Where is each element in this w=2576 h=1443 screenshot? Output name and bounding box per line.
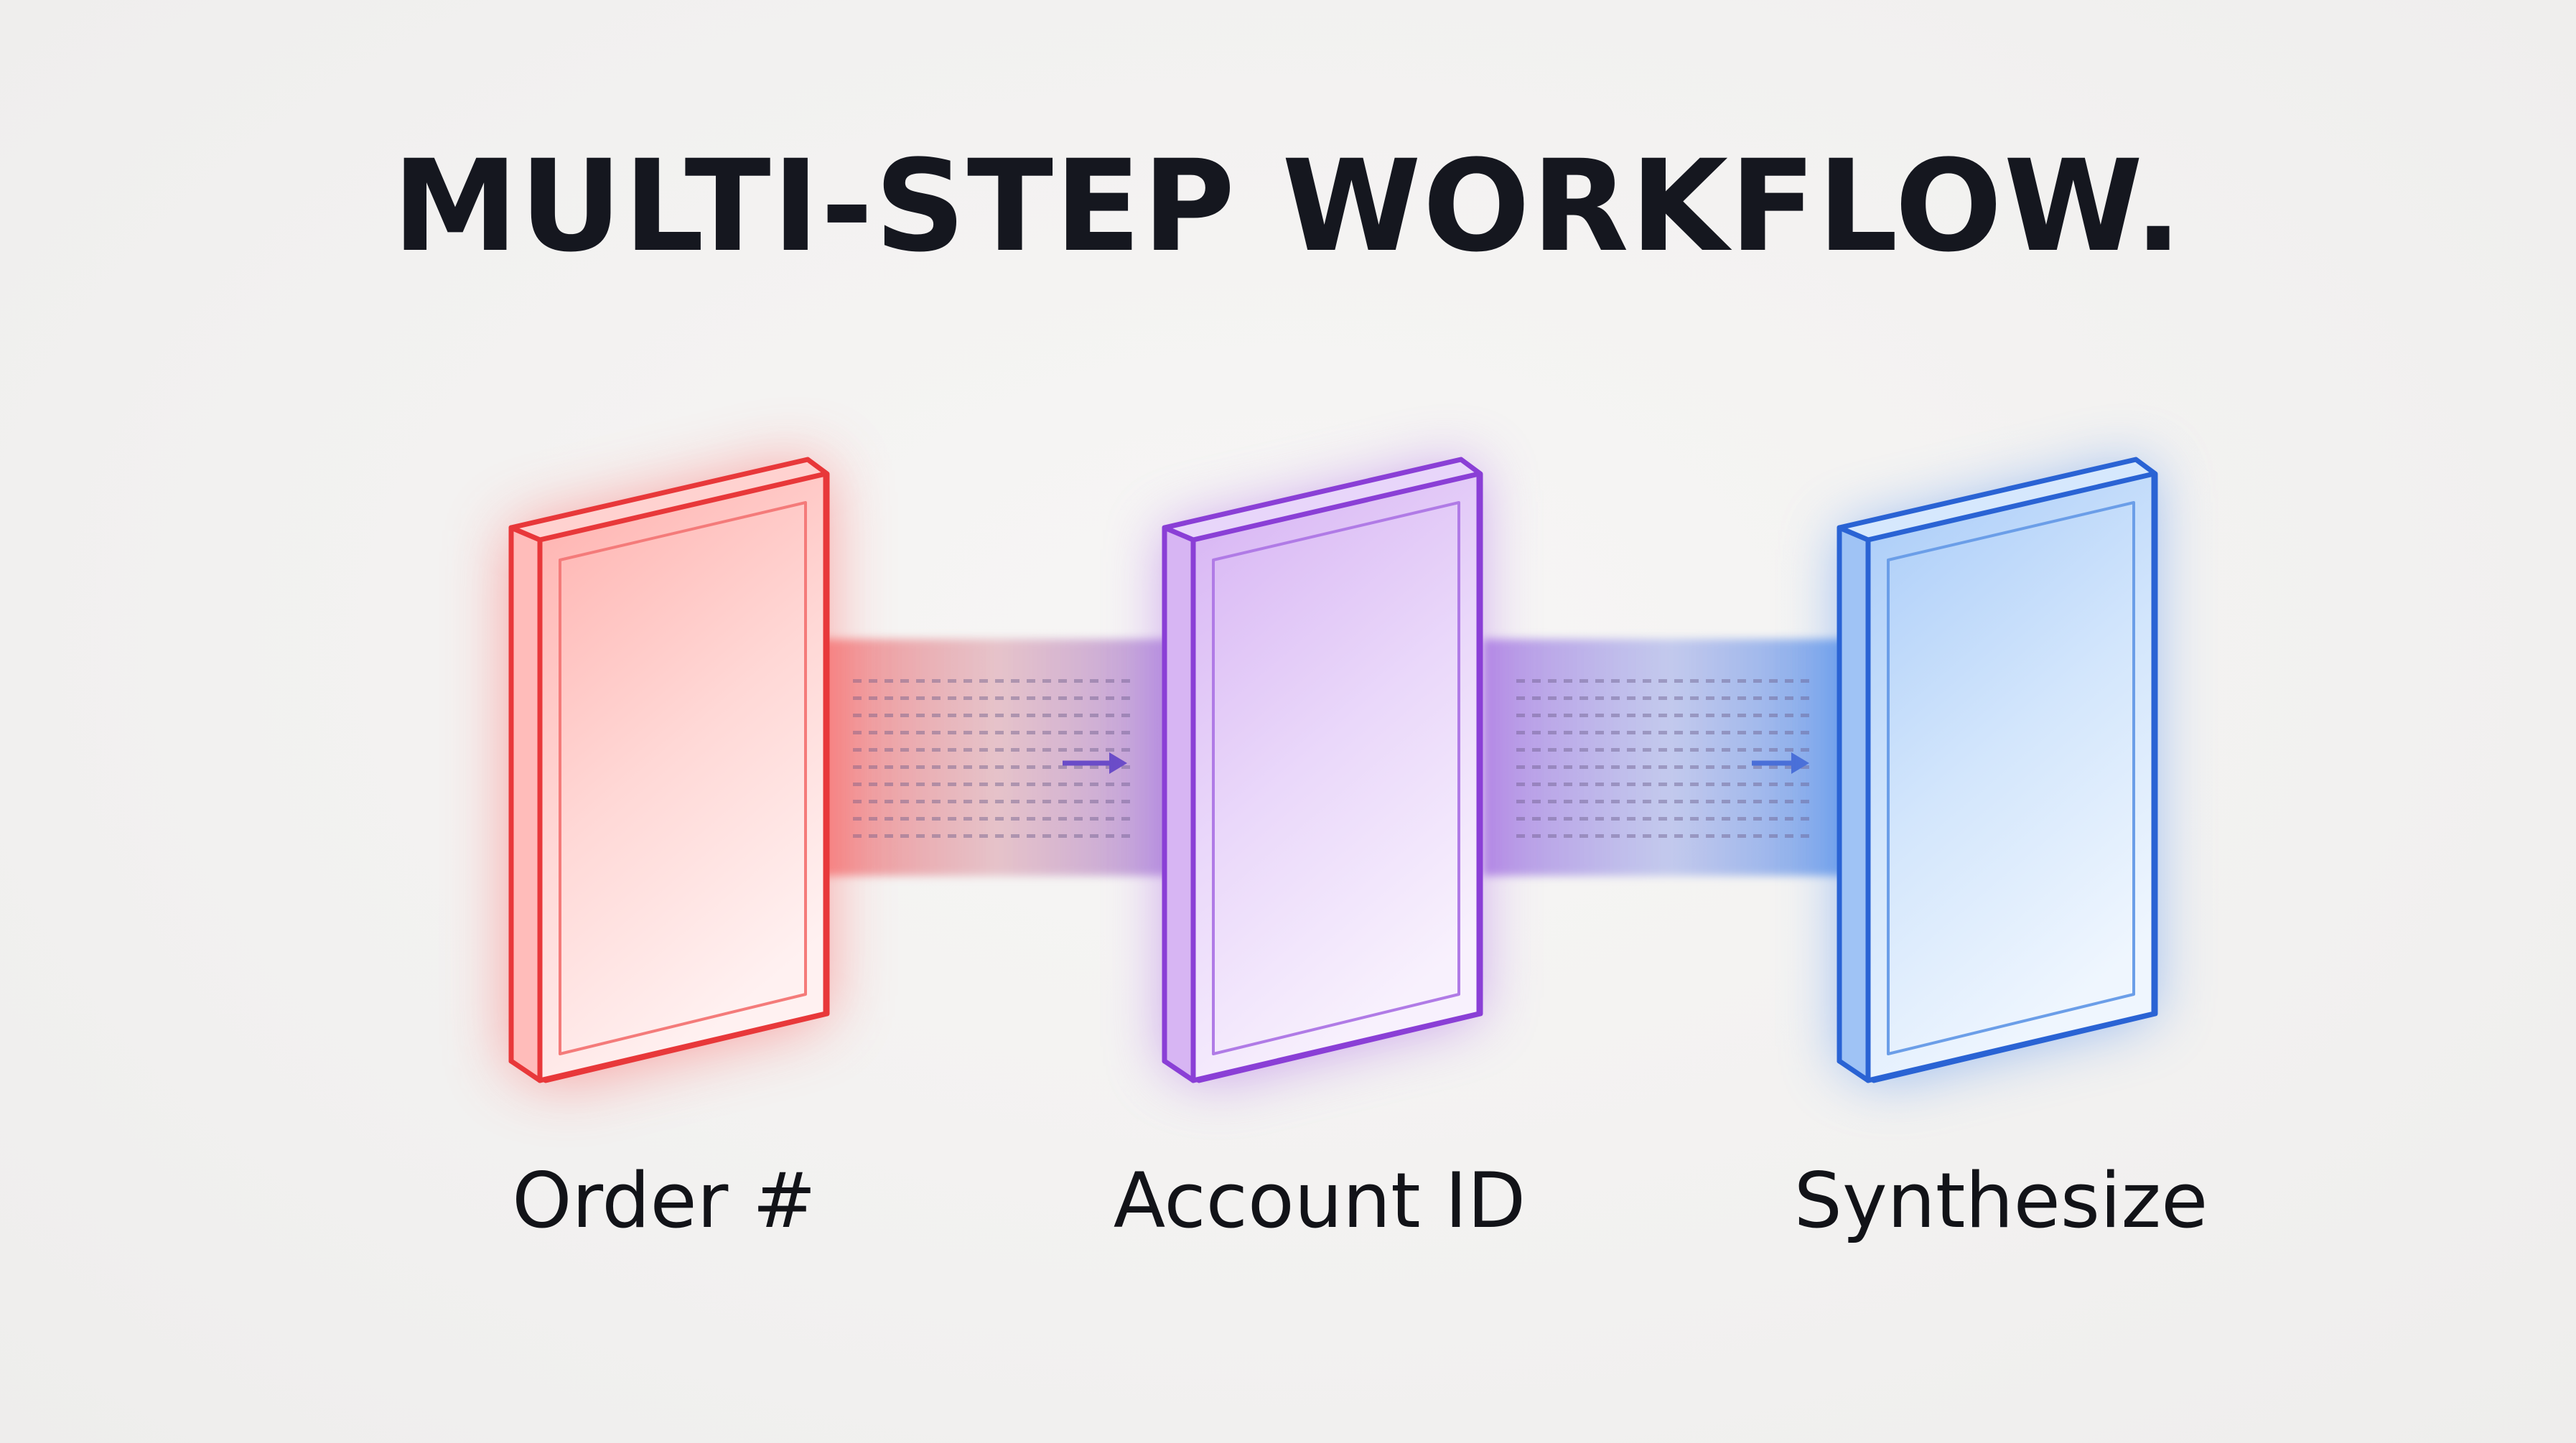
step-label-synthesize: Synthesize [1793,1157,2208,1245]
step-panel-synthesize [1837,457,2158,1083]
diagram-title: MULTI-STEP WORKFLOW. [392,133,2184,280]
step-label-account: Account ID [1113,1157,1526,1245]
connector-1 [818,639,1177,876]
step-panel-order [508,457,830,1083]
connector-2 [1483,639,1856,876]
step-label-order: Order # [512,1157,816,1245]
arrow-right-icon [1752,752,1809,774]
arrow-right-icon [1063,752,1127,774]
step-panel-account [1162,457,1483,1083]
